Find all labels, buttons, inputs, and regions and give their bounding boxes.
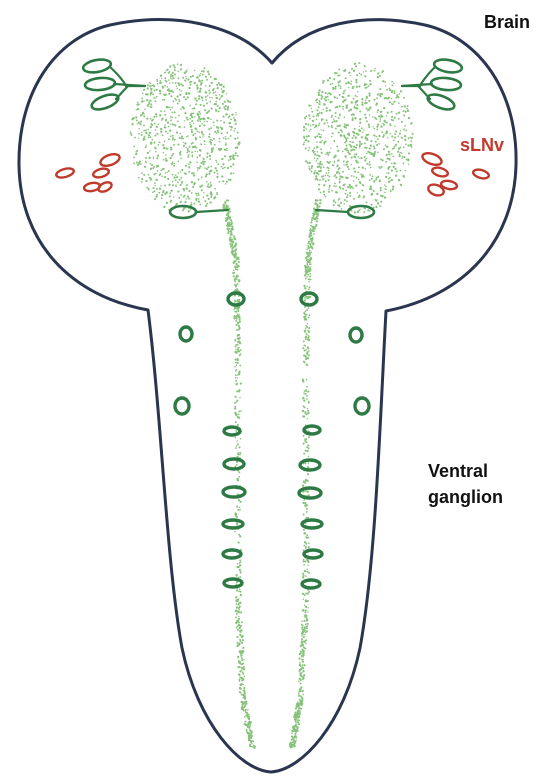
right-upper-neuron-cluster [402, 58, 463, 113]
left-tract-dots [222, 199, 256, 749]
brain-label: Brain [484, 10, 530, 34]
ventral-label-line1: Ventral [428, 458, 503, 484]
left-upper-neuron-cluster [82, 58, 145, 113]
right-tract-dots [289, 199, 322, 748]
left-lower-brain-neuron [170, 206, 228, 218]
cns-outline [19, 20, 516, 772]
right-neuropil-dots [303, 62, 414, 213]
left-slnv-neurons [55, 152, 121, 194]
ventral-neurons-left [175, 293, 245, 587]
slnv-label: sLNv [460, 133, 504, 157]
left-neuropil-dots [130, 63, 241, 212]
ventral-ganglion-label: Ventral ganglion [428, 458, 503, 510]
ventral-label-line2: ganglion [428, 484, 503, 510]
right-slnv-neurons [421, 151, 490, 198]
